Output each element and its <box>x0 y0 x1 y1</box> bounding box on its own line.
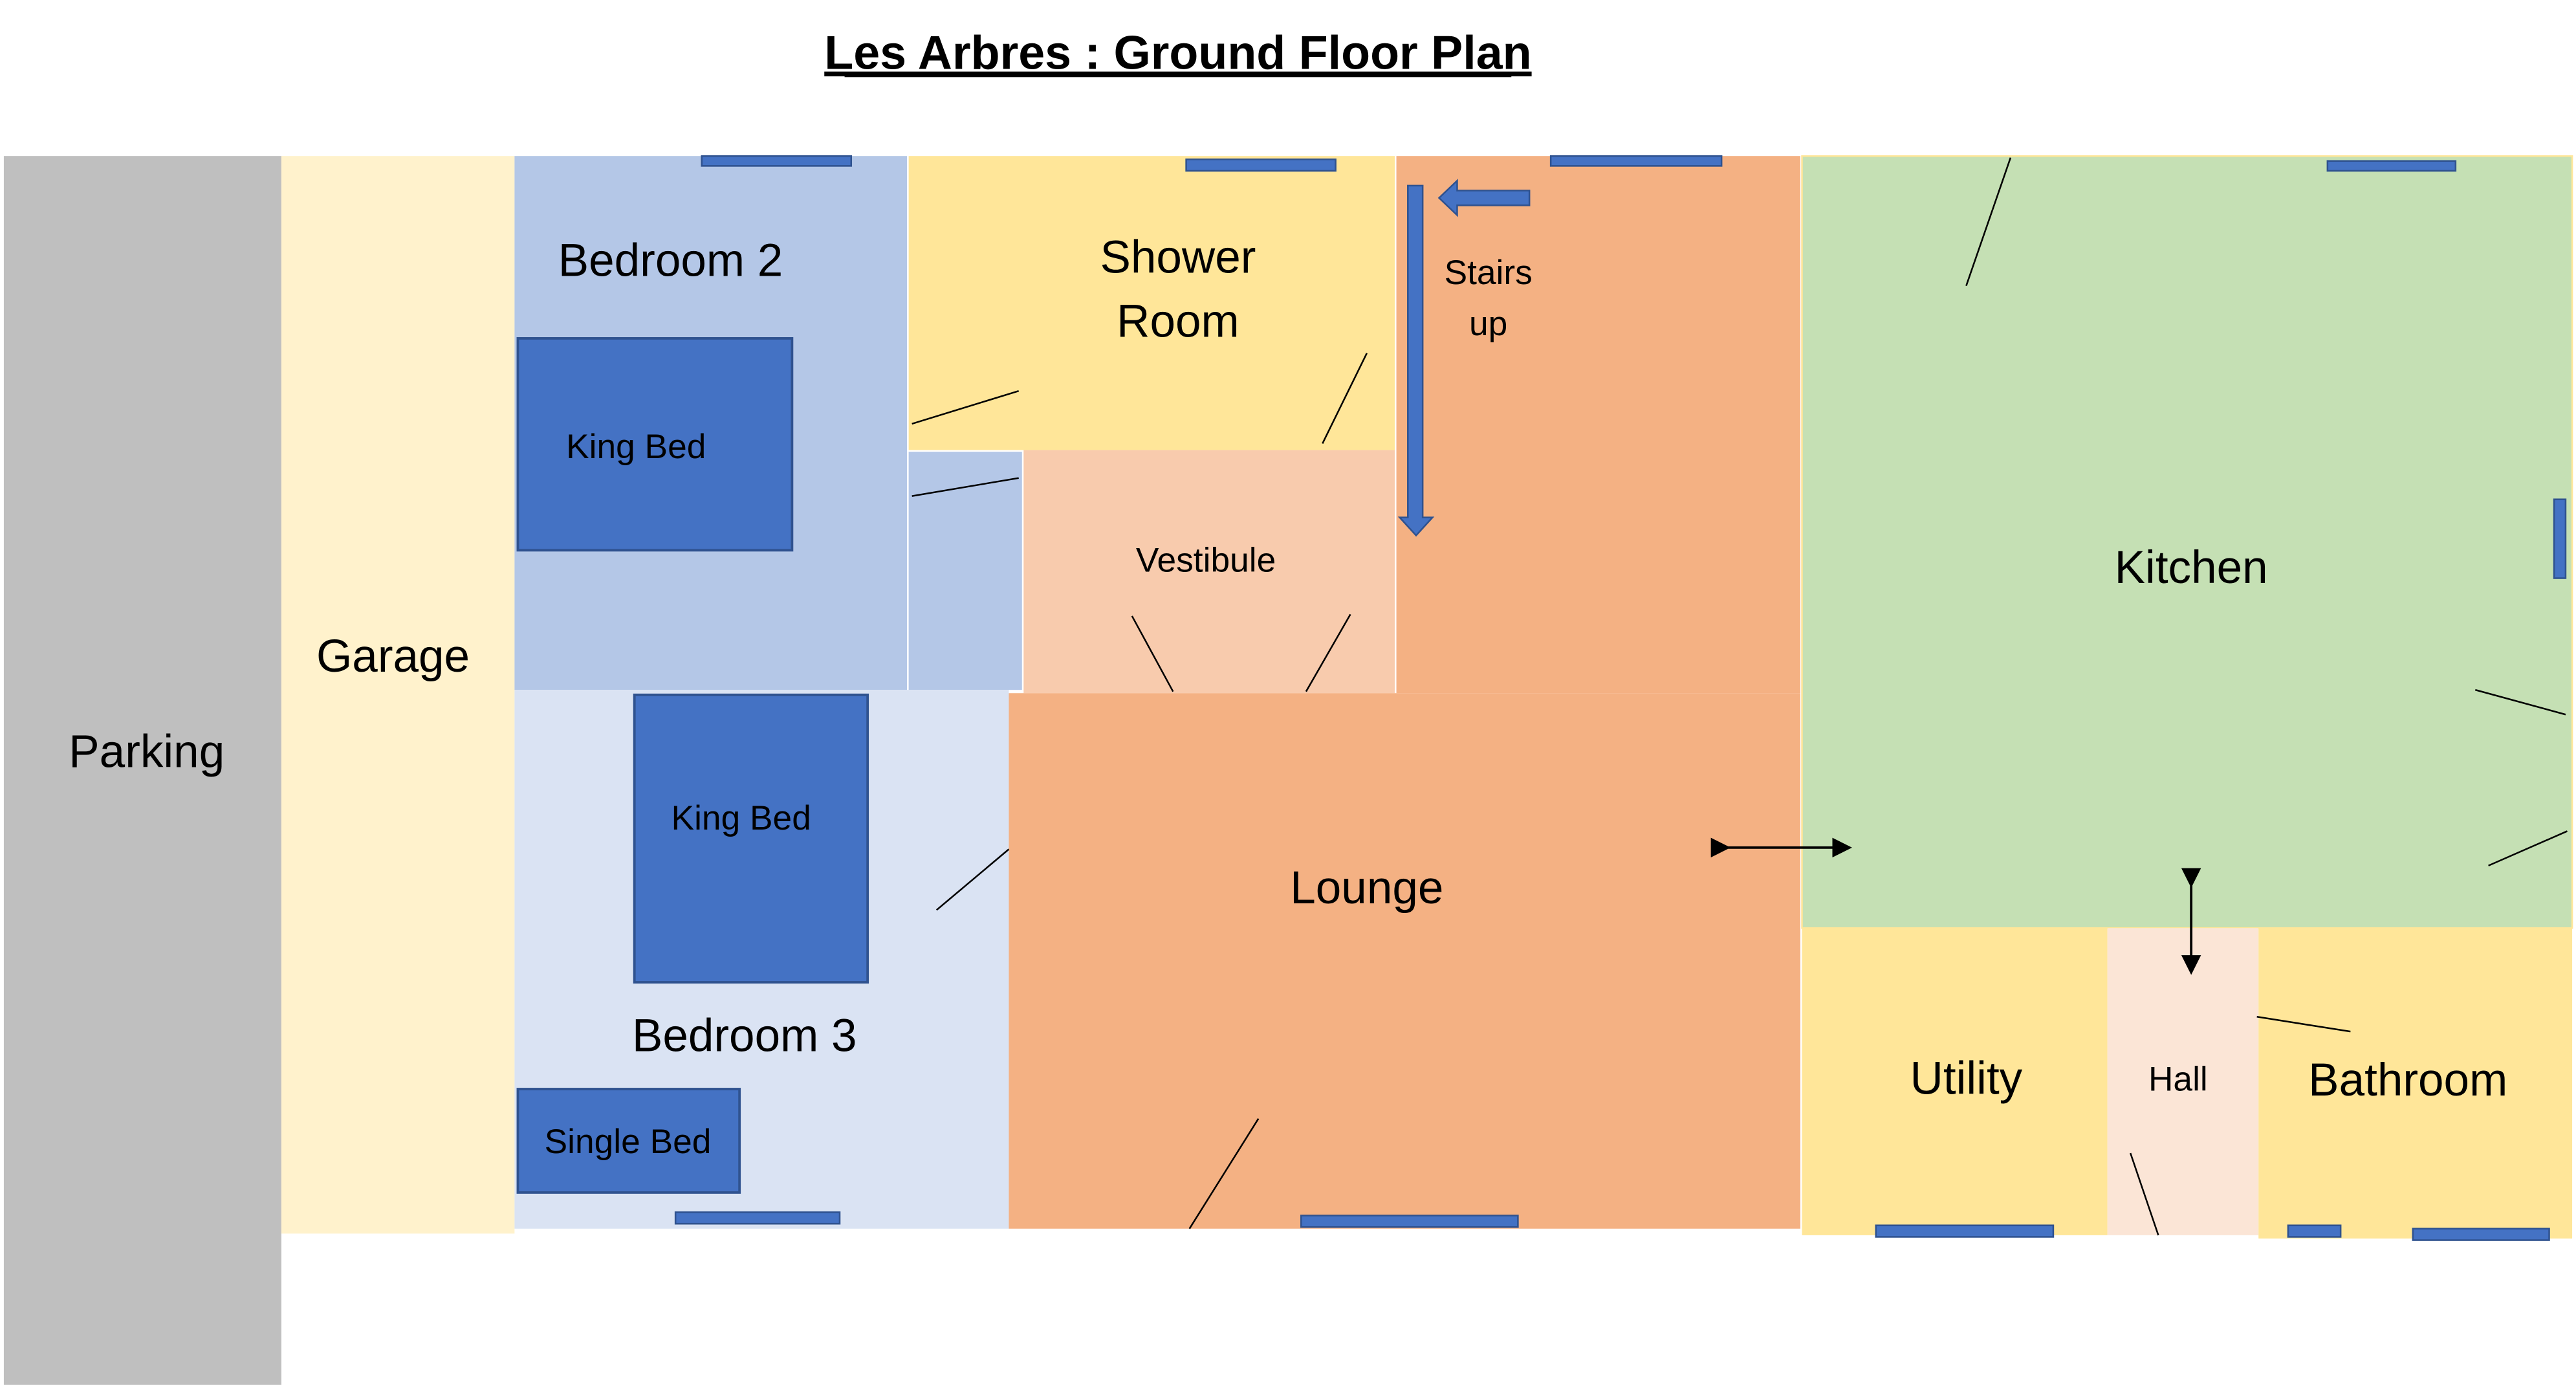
king-bed-2 <box>633 693 869 984</box>
bedroom-3-label: Bedroom 3 <box>632 1011 857 1062</box>
room-lounge <box>1009 693 1800 1229</box>
king-bed-1 <box>516 337 794 552</box>
vestibule-label: Vestibule <box>1136 541 1276 579</box>
room-kitchen <box>1801 155 2573 929</box>
room-garage <box>281 156 515 1234</box>
stairs-arrow-left <box>1437 179 1531 217</box>
room-vestibule <box>1023 450 1395 694</box>
room-bathroom <box>2258 928 2573 1239</box>
parking-label: Parking <box>69 726 224 777</box>
window <box>701 155 853 167</box>
room-stairs <box>1396 156 1800 694</box>
window <box>1300 1215 1519 1228</box>
bedroom-2-label: Bedroom 2 <box>558 235 783 286</box>
single-bed <box>516 1088 741 1194</box>
window <box>2412 1228 2550 1241</box>
room-parking <box>3 156 281 1385</box>
window <box>1185 158 1337 172</box>
window <box>2553 498 2567 579</box>
window <box>2287 1224 2342 1238</box>
room-hall <box>2107 928 2259 1235</box>
window <box>1549 155 1723 167</box>
window <box>674 1211 841 1225</box>
stairs-arrow-down <box>1397 184 1435 537</box>
door-lines <box>911 157 2568 1236</box>
garage-label: Garage <box>316 631 470 682</box>
window <box>2326 160 2457 172</box>
room-shower <box>908 156 1395 450</box>
hall-label: Hall <box>2148 1061 2208 1099</box>
stairs-label-2: up <box>1469 305 1507 343</box>
room-utility <box>1802 928 2108 1235</box>
kitchen-label: Kitchen <box>2115 542 2268 593</box>
utility-label: Utility <box>1910 1053 2023 1105</box>
single-bed-label: Single Bed <box>545 1123 712 1161</box>
king-bed-1-label: King Bed <box>566 428 706 466</box>
lounge-label: Lounge <box>1290 863 1443 914</box>
shower-label-2: Room <box>1117 296 1239 347</box>
shower-label-1: Shower <box>1100 232 1256 283</box>
bathroom-label: Bathroom <box>2308 1055 2507 1106</box>
room-closet <box>908 452 1022 690</box>
king-bed-2-label: King Bed <box>671 799 811 837</box>
page-title: Les Arbres : Ground Floor Plan <box>824 26 1531 80</box>
window <box>1875 1224 2055 1238</box>
stairs-label-1: Stairs <box>1445 254 1533 292</box>
